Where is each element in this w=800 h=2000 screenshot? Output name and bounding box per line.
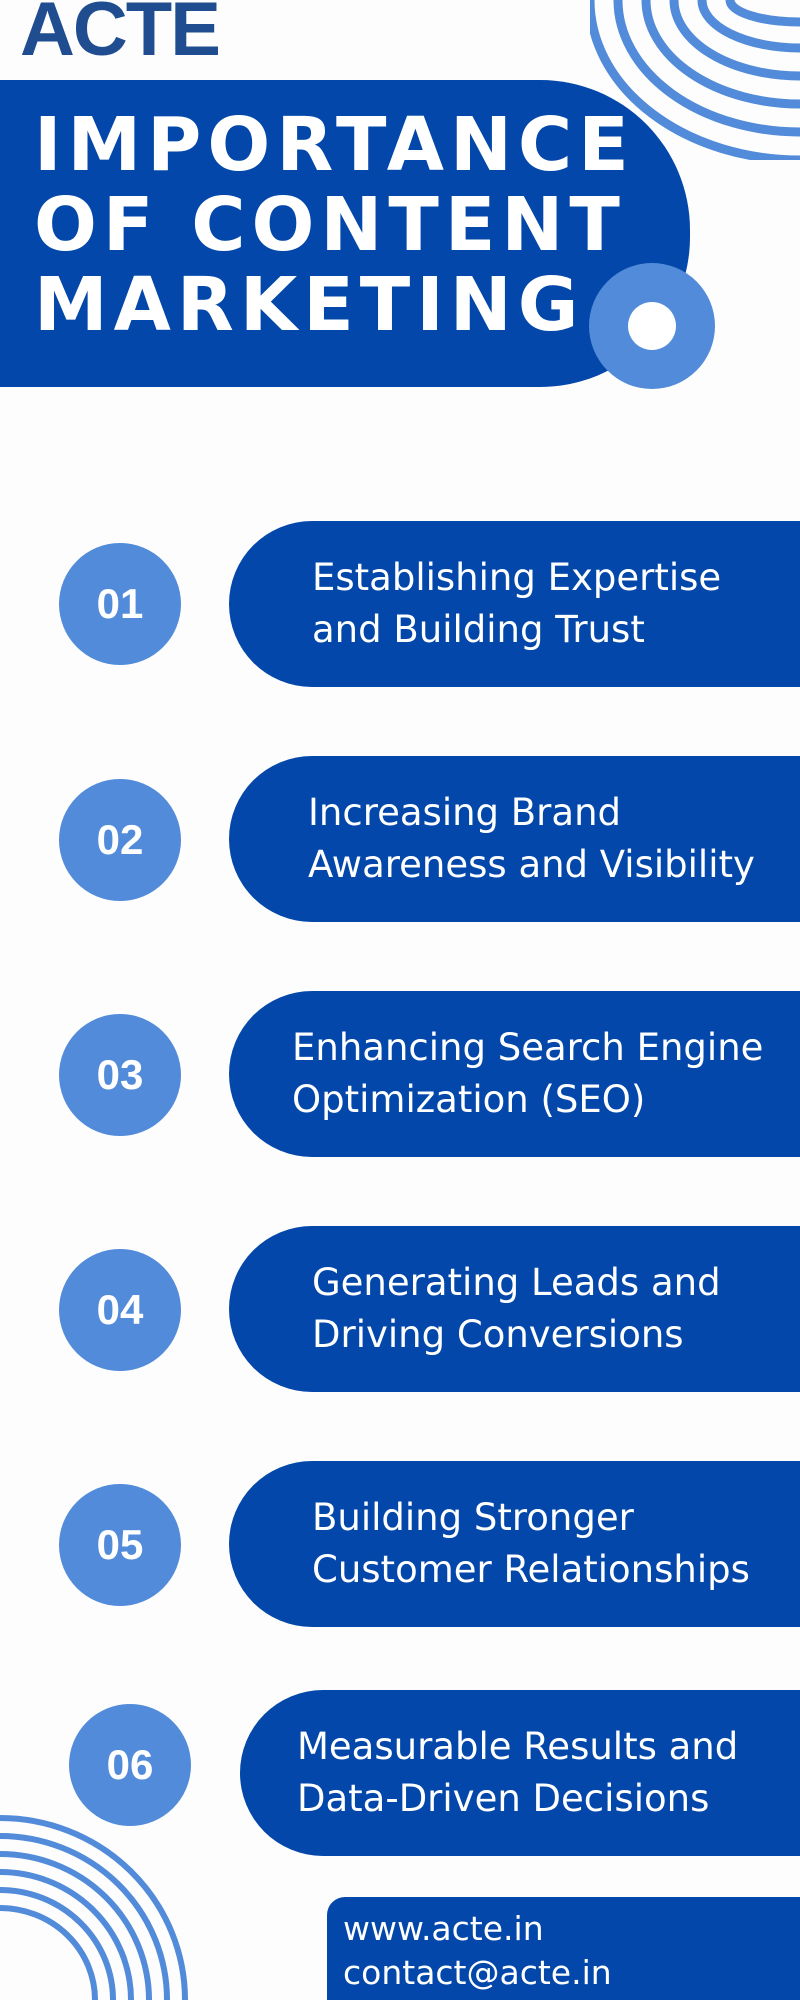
title-line-2: OF CONTENT	[34, 182, 626, 268]
item-text: Measurable Results and Data-Driven Decis…	[297, 1725, 739, 1820]
item-number-circle: 01	[59, 543, 181, 665]
item-pill: Building Stronger Customer Relationships	[229, 1461, 800, 1627]
item-pill: Establishing Expertise and Building Trus…	[229, 521, 800, 687]
item-pill: Measurable Results and Data-Driven Decis…	[240, 1690, 800, 1856]
title-line-3: MARKETING	[34, 262, 585, 348]
item-text: Enhancing Search Engine Optimization (SE…	[292, 1026, 764, 1121]
email-link[interactable]: contact@acte.in	[343, 1953, 612, 1992]
item-text: Increasing Brand Awareness and Visibilit…	[308, 791, 755, 886]
item-text: Generating Leads and Driving Conversions	[312, 1261, 721, 1356]
item-number-circle: 06	[69, 1704, 191, 1826]
acte-logo: ACTE	[20, 0, 221, 72]
item-text: Establishing Expertise and Building Trus…	[312, 556, 722, 651]
item-number-circle: 03	[59, 1014, 181, 1136]
item-pill: Generating Leads and Driving Conversions	[229, 1226, 800, 1392]
website-link[interactable]: www.acte.in	[343, 1909, 544, 1948]
decorative-arcs-bottom-left	[0, 1815, 188, 2000]
contact-box: www.acte.in contact@acte.in	[327, 1897, 800, 2000]
item-text: Building Stronger Customer Relationships	[312, 1496, 750, 1591]
title-line-1: IMPORTANCE	[34, 102, 635, 188]
item-pill: Enhancing Search Engine Optimization (SE…	[229, 991, 800, 1157]
page-title: IMPORTANCE OF CONTENT MARKETING	[34, 105, 684, 345]
item-pill: Increasing Brand Awareness and Visibilit…	[229, 756, 800, 922]
item-number-circle: 05	[59, 1484, 181, 1606]
item-number-circle: 04	[59, 1249, 181, 1371]
title-banner	[0, 80, 690, 387]
decorative-ring-hole	[628, 302, 676, 350]
item-number-circle: 02	[59, 779, 181, 901]
decorative-arcs-top-right	[590, 0, 800, 160]
